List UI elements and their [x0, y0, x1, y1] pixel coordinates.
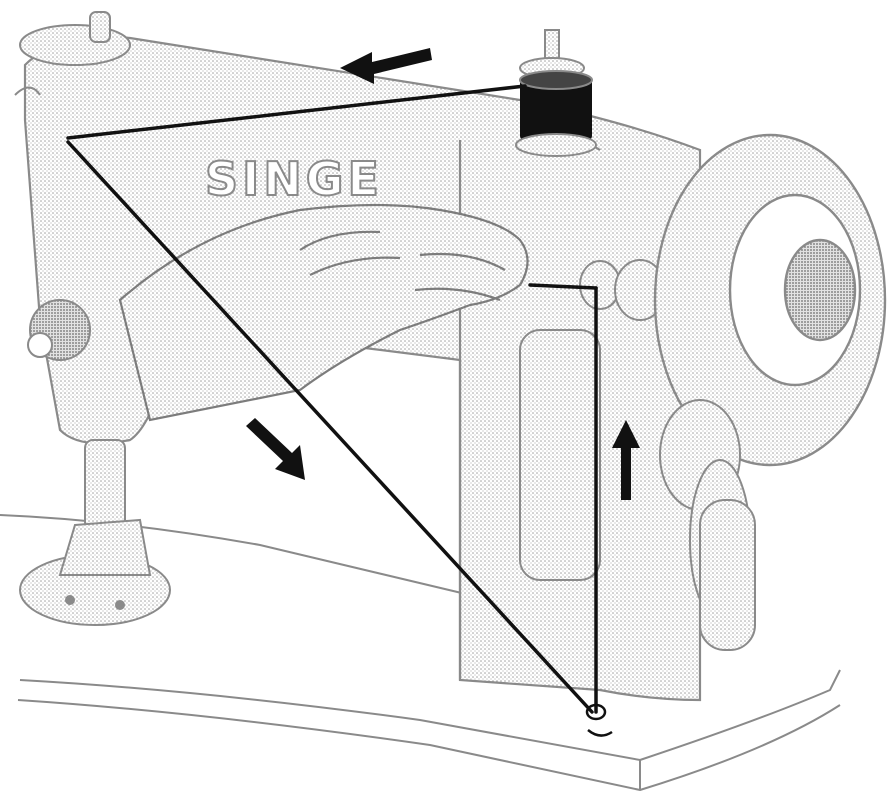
hand — [118, 203, 529, 422]
motor-housing — [659, 399, 756, 651]
arrow-down-right — [246, 418, 305, 480]
thread-segment-tension-to-hand — [528, 283, 598, 290]
arrow-up — [612, 420, 640, 500]
thread-segment-spool-to-guide — [66, 84, 527, 140]
thread-segment-guide-to-base — [66, 140, 594, 714]
arrow-left — [340, 48, 432, 84]
brand-lettering: SINGE — [205, 152, 383, 206]
direction-arrows — [246, 48, 640, 500]
thread-spool — [515, 70, 597, 157]
presser-foot — [58, 439, 152, 576]
handwheel — [653, 133, 887, 467]
machine-head — [14, 11, 131, 361]
thread-path — [66, 84, 598, 714]
tension-assembly — [519, 259, 666, 581]
